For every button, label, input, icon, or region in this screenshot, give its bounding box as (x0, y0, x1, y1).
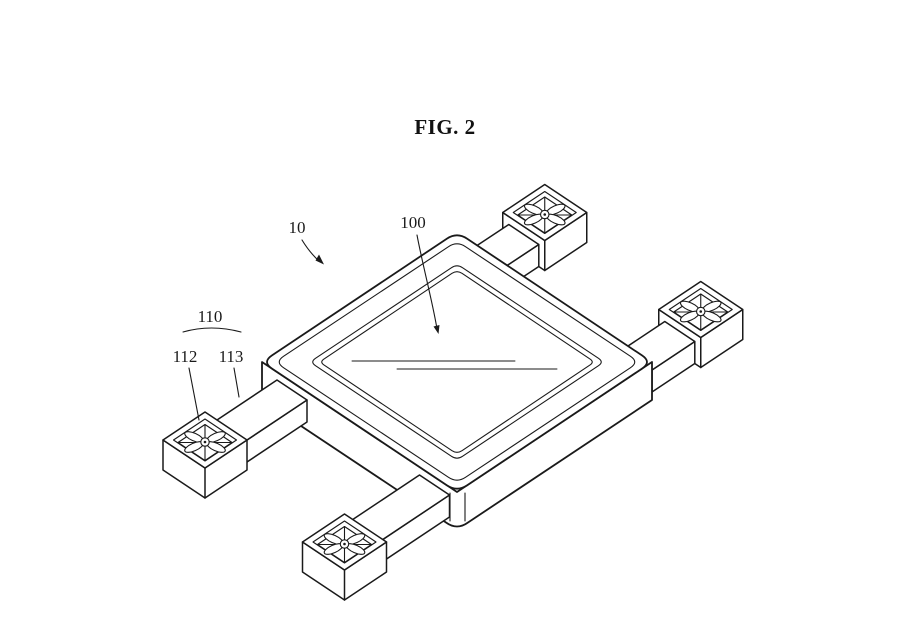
top-plate-outer (312, 265, 602, 459)
body-bevel-edge (278, 243, 636, 481)
annotations: 10 100 110 112 113 (173, 213, 440, 421)
reference-label-113: 113 (219, 347, 244, 366)
leader-line-113 (233, 367, 240, 398)
arrowhead-10 (315, 254, 324, 265)
leader-line-112 (188, 367, 200, 421)
drone-body (261, 234, 653, 528)
reference-label-110: 110 (198, 307, 223, 326)
reference-label-112: 112 (173, 347, 198, 366)
surface-reflection-lines (351, 360, 558, 370)
figure-title: FIG. 2 (414, 115, 475, 139)
leader-line-100 (416, 234, 438, 327)
body-side-faces (261, 361, 653, 528)
reference-label-10: 10 (289, 218, 306, 237)
reference-label-100: 100 (400, 213, 426, 232)
brace-110 (182, 327, 242, 333)
body-top-face (266, 234, 648, 490)
top-plate-inner (321, 271, 593, 453)
arrowhead-100 (433, 325, 440, 334)
